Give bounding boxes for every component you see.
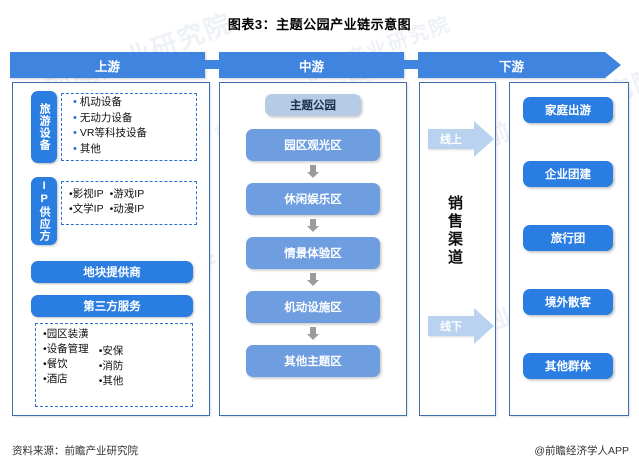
list-item: 动漫IP (113, 202, 145, 215)
list-item: 影视IP (72, 188, 104, 200)
bullet-icon: • (98, 374, 103, 387)
list-item: 文学IP (72, 202, 104, 215)
bullet-icon: • (98, 359, 103, 372)
customer-corporate-team: 企业团建 (523, 161, 613, 187)
midstream-head-theme-park: 主题公园 (265, 94, 361, 116)
group-tag-tourism-equipment: 旅游设备 (31, 91, 57, 163)
midstream-node-scenario: 情景体验区 (246, 237, 380, 269)
group-box-tourism-equipment (61, 93, 197, 161)
customer-other-groups: 其他群体 (523, 353, 613, 379)
list-item: 游戏IP (113, 188, 145, 200)
bullet-icon: • (43, 372, 47, 385)
bullet-icon: • (73, 96, 77, 108)
sales-channel-panel: 销售渠道 线上 线下 (419, 82, 496, 416)
midstream-node-rides: 机动设施区 (246, 291, 380, 323)
bar-land-provider: 地块提供商 (31, 261, 193, 283)
list-item: 餐饮 (46, 357, 68, 370)
list-item: 酒店 (46, 372, 68, 385)
midstream-node-other-theme: 其他主题区 (246, 345, 380, 377)
midstream-node-entertainment: 休闲娱乐区 (246, 183, 380, 215)
bar-third-party-service: 第三方服务 (31, 295, 193, 317)
source-note: 资料来源：前瞻产业研究院 (12, 445, 138, 457)
channel-arrow-online-label: 线上 (428, 129, 474, 149)
page-title: 图表3：主题公园产业链示意图 (227, 17, 412, 32)
midstream-panel: 主题公园 园区观光区 休闲娱乐区 情景体验区 机动设施区 其他主题区 (219, 82, 407, 416)
bullet-icon: • (98, 345, 103, 357)
credit-note: @前瞻经济学人APP (534, 445, 629, 457)
sales-channel-label: 销售渠道 (446, 195, 463, 267)
upstream-panel: 旅游设备 •机动设备 •无动力设备 •VR等科技设备 •其他 IP供应方 •影视… (12, 82, 210, 416)
bullet-icon: • (43, 357, 47, 370)
midstream-node-sightseeing: 园区观光区 (246, 129, 380, 161)
down-arrow-icon (306, 165, 320, 179)
bullet-icon: • (43, 342, 47, 355)
group-box-ip-supplier (61, 181, 197, 225)
down-arrow-icon (306, 219, 320, 233)
list-item: 机动设备 (79, 96, 122, 108)
customer-family-trip: 家庭出游 (523, 97, 613, 123)
down-arrow-icon (306, 327, 320, 341)
group-tag-ip-supplier: IP供应方 (31, 177, 57, 245)
list-item: 无动力设备 (79, 111, 133, 124)
list-item: 消防 (102, 359, 124, 372)
third-party-service-list: •园区装潢 •设备管理 •餐饮 •酒店 •安保 •消防 •其他 (43, 327, 123, 389)
customer-overseas-individual: 境外散客 (523, 289, 613, 315)
list-item: 设备管理 (46, 342, 89, 355)
customer-tour-group: 旅行团 (523, 225, 613, 251)
right-arrow-icon (605, 52, 621, 78)
header-midstream: 中游 (219, 52, 404, 78)
list-item: 其他 (102, 374, 124, 387)
third-party-service-box (35, 323, 193, 407)
list-item: VR等科技设备 (79, 127, 147, 140)
header-upstream: 上游 (10, 52, 205, 78)
bullet-icon: • (69, 188, 73, 200)
downstream-panel: 家庭出游 企业团建 旅行团 境外散客 其他群体 (509, 82, 629, 416)
bullet-icon: • (43, 328, 47, 340)
down-arrow-icon (306, 273, 320, 287)
header-downstream: 下游 (418, 52, 605, 78)
bullet-icon: • (69, 202, 73, 215)
tourism-equipment-list: •机动设备 •无动力设备 •VR等科技设备 •其他 (73, 95, 147, 157)
list-item: 安保 (102, 345, 124, 357)
ip-supplier-list: •影视IP •文学IP •游戏IP •动漫IP (69, 187, 144, 217)
bullet-icon: • (73, 127, 77, 140)
bullet-icon: • (73, 111, 77, 124)
bullet-icon: • (109, 188, 114, 200)
list-item: 园区装潢 (46, 328, 89, 340)
header-connector (205, 60, 219, 69)
list-item: 其他 (79, 142, 101, 155)
header-connector (404, 60, 418, 69)
bullet-icon: • (73, 142, 77, 155)
bullet-icon: • (109, 202, 114, 215)
channel-arrow-offline-label: 线下 (428, 316, 474, 336)
